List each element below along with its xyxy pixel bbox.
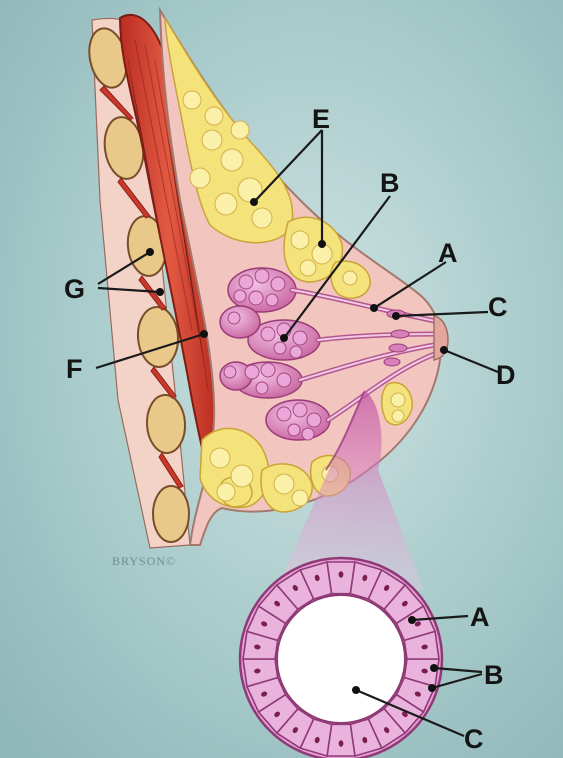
label-c: C xyxy=(488,292,508,322)
inset-label-a: A xyxy=(470,602,490,632)
illustrator-credit: BRYSON© xyxy=(112,554,176,568)
cell-nucleus xyxy=(339,571,344,577)
duct-cross-section-inset xyxy=(240,558,442,758)
label-g: G xyxy=(64,274,85,304)
cell-nucleus xyxy=(339,740,344,746)
inset-label-b: B xyxy=(484,660,504,690)
label-b: B xyxy=(380,168,400,198)
label-f: F xyxy=(66,354,83,384)
label-d: D xyxy=(496,360,516,390)
label-e: E xyxy=(312,104,330,134)
label-a: A xyxy=(438,238,458,268)
inset-label-c: C xyxy=(464,724,484,754)
